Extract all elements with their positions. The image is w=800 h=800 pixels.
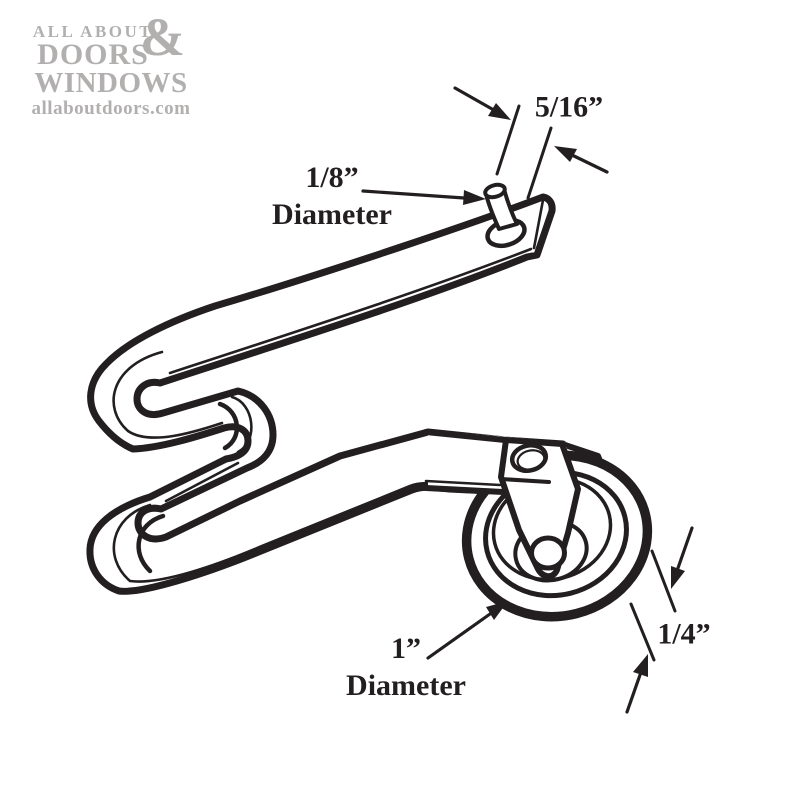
- label-pin-diameter-value: 1/8”: [305, 161, 359, 194]
- brand-logo: ALL ABOUT DOORS & WINDOWS allaboutdoors.…: [22, 10, 200, 120]
- rivet-hole-lip: [516, 449, 546, 471]
- label-pin-diameter-text: Diameter: [272, 198, 392, 231]
- logo-line-windows: WINDOWS: [34, 67, 188, 99]
- dimension-wheel-thickness-arrows: [625, 526, 694, 714]
- dimension-wheel-diameter-arrow: [426, 601, 508, 660]
- label-pin-diameter: 1/8” Diameter: [272, 159, 392, 233]
- label-wheel-diameter-text: Diameter: [346, 669, 466, 702]
- label-pin-offset: 5/16”: [534, 90, 604, 124]
- logo-line-all-about: ALL ABOUT: [32, 22, 154, 41]
- roller-wheel: [423, 429, 653, 622]
- pivot-pin: [483, 182, 527, 249]
- logo-line-doors: DOORS: [37, 38, 149, 71]
- dimension-pin-offset-arrows: [453, 86, 609, 200]
- logo-ampersand: &: [140, 7, 185, 67]
- axle-hole: [529, 535, 567, 571]
- logo-website: allaboutdoors.com: [31, 98, 191, 119]
- label-wheel-thickness: 1/4”: [657, 617, 711, 651]
- label-wheel-diameter-value: 1”: [391, 632, 421, 665]
- dimension-pin-diameter-arrow: [361, 189, 486, 205]
- wheel-bracket: [498, 437, 581, 580]
- pin-top: [483, 182, 507, 200]
- label-wheel-diameter: 1” Diameter: [346, 630, 466, 704]
